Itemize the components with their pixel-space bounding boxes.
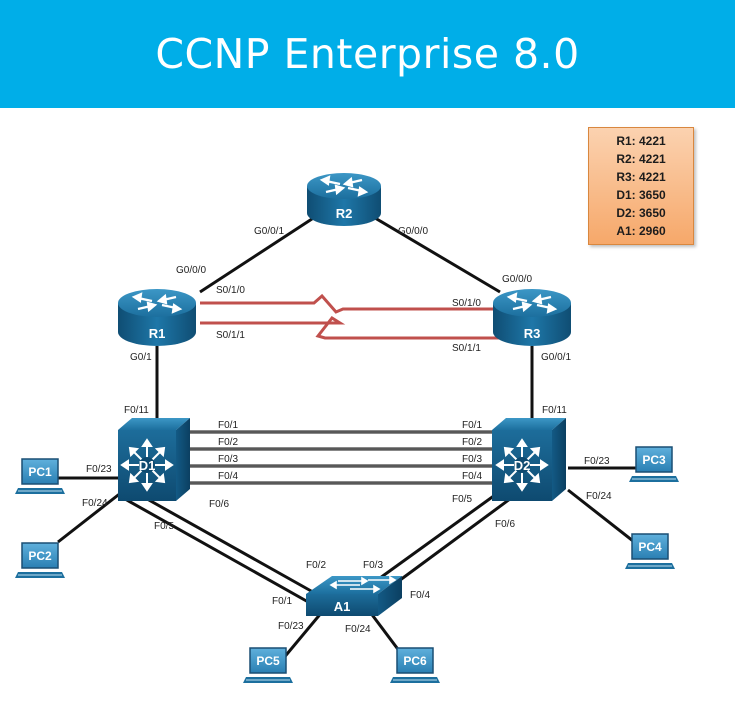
port-label: G0/1 xyxy=(130,352,152,363)
port-label: F0/23 xyxy=(584,456,610,467)
router-r3-label: R3 xyxy=(524,326,541,341)
legend-entry: R3: 4221 xyxy=(616,170,666,184)
multilayer-switch-icon xyxy=(118,418,190,501)
pc-pc2[interactable]: PC2 xyxy=(15,542,65,578)
title-banner: CCNP Enterprise 8.0 xyxy=(0,0,735,108)
pc-icon xyxy=(15,458,65,494)
port-label: F0/3 xyxy=(218,454,238,465)
port-label: F0/1 xyxy=(272,596,292,607)
port-labels: G0/0/1 G0/0/0 G0/0/0 S0/1/0 S0/1/1 G0/1 … xyxy=(82,226,612,635)
link-r2-r3 xyxy=(369,213,501,294)
port-label: F0/1 xyxy=(462,420,482,431)
switch-d2-label: D2 xyxy=(514,458,531,473)
port-label: F0/5 xyxy=(154,521,174,532)
link-d2-a1-f04 xyxy=(391,494,515,588)
port-label: F0/6 xyxy=(495,519,515,530)
pc1-label: PC1 xyxy=(28,465,52,479)
port-label: F0/1 xyxy=(218,420,238,431)
link-d1-pc2 xyxy=(57,490,123,544)
port-label: G0/0/0 xyxy=(502,274,532,285)
port-label: G0/0/0 xyxy=(176,265,206,276)
legend-entry: R2: 4221 xyxy=(616,152,666,166)
router-r2[interactable]: R2 xyxy=(307,173,381,226)
port-label: G0/0/1 xyxy=(541,352,571,363)
pc3-label: PC3 xyxy=(642,453,666,467)
router-r2-label: R2 xyxy=(336,206,353,221)
pc-icon xyxy=(243,647,293,683)
port-label: F0/4 xyxy=(218,471,238,482)
multilayer-switch-icon xyxy=(492,418,566,501)
port-label: F0/24 xyxy=(82,498,108,509)
router-r3[interactable]: R3 xyxy=(493,289,571,346)
pc6-label: PC6 xyxy=(403,654,427,668)
port-label: G0/0/1 xyxy=(254,226,284,237)
link-r2-r1 xyxy=(199,213,319,294)
router-r1[interactable]: R1 xyxy=(118,289,196,346)
port-label: F0/2 xyxy=(218,437,238,448)
port-label: S0/1/0 xyxy=(216,285,245,296)
port-label: S0/1/1 xyxy=(452,343,481,354)
link-r1-r3-s010 xyxy=(200,293,500,314)
port-label: F0/2 xyxy=(462,437,482,448)
link-d1-a1-f06 xyxy=(139,493,321,598)
port-label: G0/0/0 xyxy=(398,226,428,237)
port-label: F0/3 xyxy=(462,454,482,465)
port-label: F0/11 xyxy=(124,405,149,416)
pc-icon xyxy=(625,533,675,569)
pc-pc1[interactable]: PC1 xyxy=(15,458,65,494)
pc-icon xyxy=(629,446,679,482)
link-r1-r3-s011 xyxy=(200,316,500,340)
pc-icon xyxy=(15,542,65,578)
port-label: F0/2 xyxy=(306,560,326,571)
pc2-label: PC2 xyxy=(28,549,52,563)
port-label: S0/1/0 xyxy=(452,298,481,309)
link-d2-a1-f03 xyxy=(379,488,503,580)
port-label: F0/24 xyxy=(345,624,371,635)
port-label: F0/4 xyxy=(462,471,482,482)
legend-entry: D1: 3650 xyxy=(616,188,666,202)
port-label: F0/23 xyxy=(278,621,304,632)
legend-entry: A1: 2960 xyxy=(616,224,666,238)
port-label: F0/23 xyxy=(86,464,112,475)
port-label: F0/6 xyxy=(209,499,229,510)
pc-pc5[interactable]: PC5 xyxy=(243,647,293,683)
link-a1-pc5 xyxy=(280,611,324,661)
switch-icon xyxy=(306,575,402,616)
port-label: F0/4 xyxy=(410,590,430,601)
switch-d1-label: D1 xyxy=(139,458,156,473)
device-model-legend: R1: 4221 R2: 4221 R3: 4221 D1: 3650 D2: … xyxy=(588,127,694,245)
pc-pc3[interactable]: PC3 xyxy=(629,446,679,482)
pc5-label: PC5 xyxy=(256,654,280,668)
serial-links xyxy=(200,293,500,340)
pc-icon xyxy=(390,647,440,683)
pc-pc4[interactable]: PC4 xyxy=(625,533,675,569)
legend-entry: D2: 3650 xyxy=(616,206,666,220)
pc4-label: PC4 xyxy=(638,540,662,554)
legend-entry: R1: 4221 xyxy=(616,134,666,148)
page-title: CCNP Enterprise 8.0 xyxy=(155,30,580,78)
ethernet-link-highlights xyxy=(188,431,492,484)
pc-pc6[interactable]: PC6 xyxy=(390,647,440,683)
link-d2-pc4 xyxy=(567,488,643,550)
port-label: F0/24 xyxy=(586,491,612,502)
switch-a1[interactable]: A1 xyxy=(306,575,402,616)
port-label: F0/3 xyxy=(363,560,383,571)
switch-a1-label: A1 xyxy=(334,599,351,614)
port-label: F0/11 xyxy=(542,405,567,416)
link-d1-a1-f05 xyxy=(124,497,311,605)
multilayer-switch-d2[interactable]: D2 xyxy=(492,418,566,501)
port-label: F0/5 xyxy=(452,494,472,505)
router-r1-label: R1 xyxy=(149,326,166,341)
port-label: S0/1/1 xyxy=(216,330,245,341)
multilayer-switch-d1[interactable]: D1 xyxy=(118,418,190,501)
